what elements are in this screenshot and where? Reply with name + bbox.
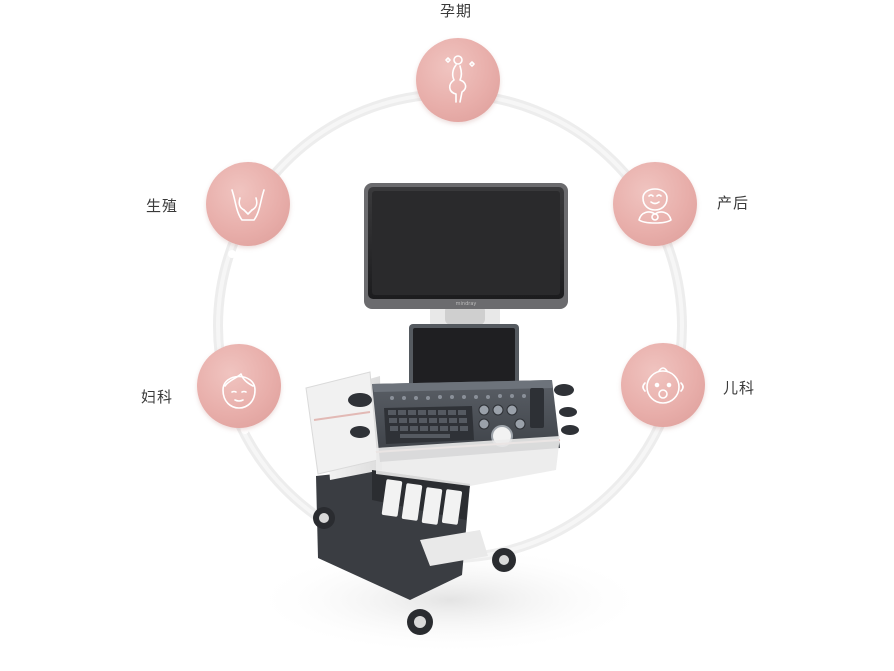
category-gynecology-label: 妇科 [141,388,174,406]
category-gynecology-node[interactable] [197,344,281,428]
uterus-icon [231,189,265,221]
category-reproduction-label: 生殖 [146,197,179,215]
category-pediatrics-label: 儿科 [723,379,756,397]
category-postpartum-node[interactable] [613,162,697,246]
baby-face-icon [642,367,684,404]
pregnant-woman-icon [445,55,475,103]
brand-text: mindray [456,301,477,307]
category-pregnancy-node[interactable] [416,38,500,122]
category-pregnancy-label: 孕期 [440,2,473,20]
category-pediatrics-node[interactable] [621,343,705,427]
wheels [313,507,516,635]
category-postpartum-label: 产后 [717,194,750,212]
category-reproduction-node[interactable] [206,162,290,246]
woman-face-icon [222,373,256,409]
mother-baby-icon [638,188,672,224]
ultrasound-cart: mindray [305,183,579,635]
